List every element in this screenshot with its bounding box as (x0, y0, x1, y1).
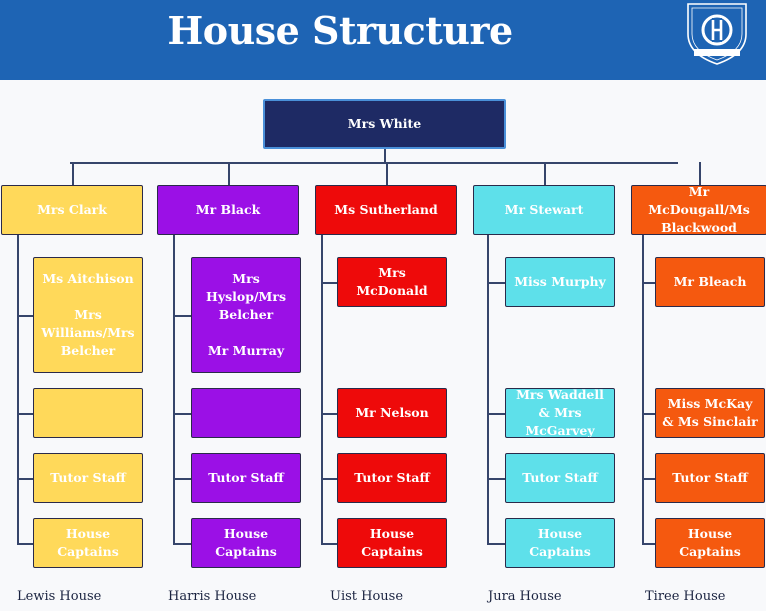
member-box: Mrs Waddell & Mrs McGarvey (505, 388, 615, 438)
branch-line (321, 478, 337, 480)
branch-line (173, 478, 191, 480)
branch-line (642, 543, 655, 545)
member-box (33, 388, 143, 438)
house-name-label: Jura House (488, 589, 562, 604)
house-drop-line (386, 162, 388, 185)
house-spine-line (642, 235, 644, 543)
branch-line (173, 315, 191, 317)
member-box: Miss Murphy (505, 257, 615, 307)
house-leader-box: Mr McDougall/Ms Blackwood (631, 185, 766, 235)
member-box: House Captains (33, 518, 143, 568)
member-box: Miss McKay & Ms Sinclair (655, 388, 765, 438)
member-box (191, 388, 301, 438)
branch-line (321, 413, 337, 415)
branch-line (17, 543, 33, 545)
branch-line (487, 413, 505, 415)
house-leader-box: Mrs Clark (1, 185, 143, 235)
house-name-label: Tiree House (645, 589, 726, 604)
head-box: Mrs White (263, 99, 506, 149)
member-box: House Captains (191, 518, 301, 568)
member-box: Ms Aitchison Mrs Williams/Mrs Belcher (33, 257, 143, 373)
top-distribution-line (70, 162, 678, 164)
branch-line (173, 413, 191, 415)
house-name-label: Uist House (330, 589, 404, 604)
house-leader-box: Ms Sutherland (315, 185, 457, 235)
school-crest-icon (687, 3, 747, 65)
branch-line (642, 282, 655, 284)
member-box: Mrs Hyslop/Mrs Belcher Mr Murray (191, 257, 301, 373)
house-drop-line (228, 162, 230, 185)
house-leader-box: Mr Stewart (473, 185, 615, 235)
house-spine-line (17, 235, 19, 543)
branch-line (321, 282, 337, 284)
house-name-label: Lewis House (17, 589, 102, 604)
member-box: House Captains (337, 518, 447, 568)
member-box: Tutor Staff (505, 453, 615, 503)
house-spine-line (321, 235, 323, 543)
page-title: House Structure (167, 8, 513, 53)
member-box: Tutor Staff (337, 453, 447, 503)
branch-line (487, 282, 505, 284)
branch-line (487, 543, 505, 545)
member-box: Tutor Staff (33, 453, 143, 503)
branch-line (17, 315, 33, 317)
branch-line (321, 543, 337, 545)
house-drop-line (699, 162, 701, 185)
header-bar: House Structure (0, 0, 766, 80)
house-spine-line (487, 235, 489, 543)
member-box: Mr Bleach (655, 257, 765, 307)
member-box: Mr Nelson (337, 388, 447, 438)
branch-line (487, 478, 505, 480)
house-spine-line (173, 235, 175, 543)
member-box: Tutor Staff (191, 453, 301, 503)
house-drop-line (544, 162, 546, 185)
house-leader-box: Mr Black (157, 185, 299, 235)
branch-line (17, 413, 33, 415)
house-drop-line (72, 162, 74, 185)
member-box: House Captains (505, 518, 615, 568)
branch-line (173, 543, 191, 545)
member-box: Mrs McDonald (337, 257, 447, 307)
head-connector (384, 149, 386, 163)
branch-line (642, 478, 655, 480)
member-box: Tutor Staff (655, 453, 765, 503)
branch-line (642, 413, 655, 415)
branch-line (17, 478, 33, 480)
house-name-label: Harris House (168, 589, 257, 604)
member-box: House Captains (655, 518, 765, 568)
